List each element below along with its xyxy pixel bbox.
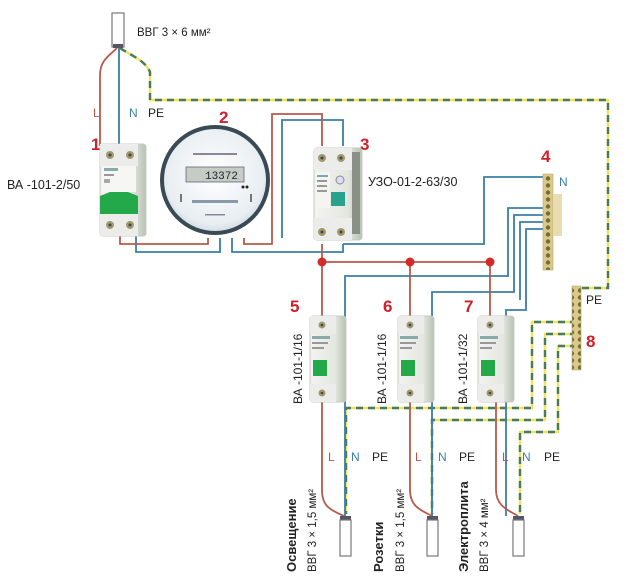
wire-label-n: N bbox=[351, 450, 360, 464]
breaker-sockets-label: ВА -101-1/16 bbox=[375, 333, 389, 404]
component-number: 7 bbox=[464, 297, 473, 316]
supply-n-label: N bbox=[129, 106, 138, 120]
component-number: 5 bbox=[290, 297, 299, 316]
output-stove-cable: ВВГ 3 × 4 мм² bbox=[479, 498, 491, 572]
breaker-lighting-label: ВА -101-1/16 bbox=[291, 333, 305, 404]
wire-label-l: L bbox=[328, 450, 335, 464]
component-number: 4 bbox=[541, 147, 551, 166]
output-cable-stove bbox=[512, 516, 525, 557]
component-number: 1 bbox=[91, 135, 100, 154]
wire-label-pe: PE bbox=[544, 450, 560, 464]
supply-cable-label: ВВГ 3 × 6 мм² bbox=[137, 27, 211, 39]
wire-label-l: L bbox=[502, 450, 509, 464]
output-cable-lighting bbox=[339, 516, 352, 557]
output-stove-wire-labels: L N PE bbox=[502, 450, 560, 464]
wire-label-n: N bbox=[438, 450, 447, 464]
pe-wires bbox=[119, 47, 610, 514]
supply-cable: ВВГ 3 × 6 мм² L N PE bbox=[93, 12, 211, 120]
rcd[interactable]: 3 УЗО-01-2-63/30 bbox=[313, 135, 457, 241]
component-number: 8 bbox=[586, 332, 595, 351]
output-sockets-wire-labels: L N PE bbox=[415, 450, 475, 464]
output-lighting-wire-labels: L N PE bbox=[328, 450, 388, 464]
wire-label-n: N bbox=[522, 450, 531, 464]
junction-dot bbox=[485, 257, 495, 267]
neutral-bus[interactable]: 4 N bbox=[541, 147, 568, 271]
output-lighting-name: Освещение bbox=[284, 498, 299, 572]
output-cable-sockets bbox=[426, 516, 439, 557]
component-number: 2 bbox=[219, 108, 228, 127]
supply-l-label: L bbox=[93, 106, 100, 120]
junction-dots bbox=[317, 257, 495, 267]
output-sockets-cable: ВВГ 3 × 1,5 мм² bbox=[395, 489, 407, 572]
main-breaker[interactable]: 1 ВА -101-2/50 bbox=[7, 135, 147, 237]
breaker-sockets[interactable] bbox=[397, 315, 435, 403]
rcd-label: УЗО-01-2-63/30 bbox=[368, 175, 457, 189]
component-number: 6 bbox=[383, 297, 392, 316]
pe-bus-label: PE bbox=[586, 293, 602, 307]
wire-label-l: L bbox=[415, 450, 422, 464]
junction-dot bbox=[317, 257, 327, 267]
output-lighting-cable: ВВГ 3 × 1,5 мм² bbox=[307, 489, 319, 572]
wire-label-pe: PE bbox=[372, 450, 388, 464]
neutral-wires bbox=[118, 48, 545, 516]
wire-label-pe: PE bbox=[459, 450, 475, 464]
pe-bus[interactable]: PE 8 bbox=[571, 285, 602, 371]
electricity-meter[interactable]: 2 13372 bbox=[160, 108, 270, 235]
neutral-bus-label: N bbox=[559, 175, 568, 189]
main-breaker-label: ВА -101-2/50 bbox=[7, 178, 80, 192]
breaker-stove[interactable] bbox=[477, 315, 515, 403]
breaker-stove-label: ВА -101-1/32 bbox=[456, 333, 470, 404]
component-number: 3 bbox=[360, 135, 369, 154]
supply-pe-label: PE bbox=[148, 106, 164, 120]
breaker-lighting[interactable] bbox=[309, 315, 347, 403]
output-stove-name: Электроплита bbox=[456, 481, 471, 572]
output-sockets-name: Розетки bbox=[371, 522, 386, 572]
meter-display: 13372 bbox=[205, 171, 238, 183]
junction-dot bbox=[405, 257, 415, 267]
